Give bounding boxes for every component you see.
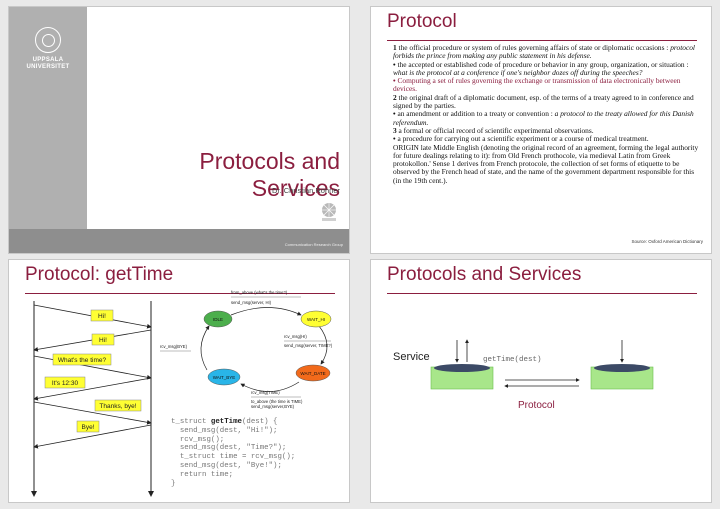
service-label: Service [393, 351, 430, 363]
svg-text:Bye!: Bye! [81, 424, 94, 431]
title-rule [25, 293, 335, 294]
code-text: return time; [171, 470, 234, 479]
definition-text: Computing a set of rules governing the e… [393, 76, 681, 94]
transition-rcv-bye: rcv_msg(BYE) [160, 344, 188, 349]
code-text: (dest) { [241, 418, 278, 426]
transition-to-above: to_above (the time is TIME) [251, 399, 303, 404]
footer-band: Communication Research Group [9, 229, 349, 253]
svg-text:It's 12:30: It's 12:30 [52, 380, 79, 387]
message-whats-the-time: What's the time? [52, 353, 112, 366]
slide-title: UPPSALA UNIVERSITET Communication Resear… [8, 6, 350, 254]
slide-protocol-definition: Protocol 1 the official procedure or sys… [370, 6, 712, 254]
transition-rcv-hi: rcv_msg(HI) [284, 334, 307, 339]
code-line: rcv_msg(); [171, 436, 224, 444]
svg-text:WAIT_HI: WAIT_HI [307, 317, 325, 322]
group-logo-icon [322, 203, 336, 221]
transition-send-time: send_msg(server, TIME?) [284, 343, 333, 348]
slide-protocols-services: Protocols and Services Service getTime(d… [370, 259, 712, 503]
definition-item: 3 a formal or official record of scienti… [393, 125, 703, 135]
code-line: send_msg(dest, "Hi!"); [171, 426, 278, 435]
definition-marker: • [393, 109, 396, 119]
definition-item: • a procedure for carrying out a scienti… [393, 135, 703, 143]
code-text: send_msg(dest, "Bye!"); [171, 461, 282, 470]
svg-text:Thanks, bye!: Thanks, bye! [99, 403, 136, 410]
transition-rcv-time: rcv_msg(TIME) [251, 390, 280, 395]
state-wait-hi: WAIT_HI [300, 310, 332, 328]
definition-text: the official procedure or system of rule… [396, 43, 671, 52]
svg-text:Hi!: Hi! [98, 313, 106, 320]
definition-marker: • [393, 76, 396, 86]
definition-item: • Computing a set of rules governing the… [393, 76, 703, 94]
slide-title: Protocol [387, 11, 457, 32]
definition-item: • an amendment or addition to a treaty o… [393, 110, 703, 127]
code-text: rcv_msg(); [171, 435, 225, 444]
definition-list: 1 the official procedure or system of ru… [393, 43, 703, 185]
code-line: send_msg(dest, "Bye!"); [171, 462, 282, 470]
gettime-call: getTime(dest) [483, 356, 542, 364]
author-name: Dr. Christian Rohner [272, 186, 340, 195]
message-hi-1: Hi! [90, 309, 114, 322]
state-wait-bye: WAIT_BYE [207, 368, 241, 386]
code-text: t_struct [171, 418, 211, 426]
definition-example: protocol forbids the prince from making … [393, 43, 695, 61]
code-text: t_struct time = rcv_msg(); [171, 453, 296, 462]
definition-text: a formal or official record of scientifi… [396, 125, 594, 135]
code-line: return time; [171, 471, 233, 479]
research-group-label: Communication Research Group [284, 242, 343, 247]
svg-text:What's the time?: What's the time? [58, 357, 107, 364]
svg-text:IDLE: IDLE [213, 317, 223, 322]
transition-send-bye: send_msg(server,BYE) [251, 404, 295, 409]
message-thanks-bye: Thanks, bye! [94, 399, 142, 412]
presentation-title: Protocols and Services [199, 148, 340, 201]
slide-gettime: Protocol: getTime Hi! Hi [8, 259, 350, 503]
code-line: t_struct getTime(dest) { [171, 418, 277, 426]
svg-text:WAIT_BYE: WAIT_BYE [213, 375, 236, 380]
code-text: } [171, 479, 176, 488]
definition-text: a procedure for carrying out a scientifi… [395, 134, 649, 144]
function-name: getTime [210, 418, 242, 426]
message-its-1230: It's 12:30 [44, 376, 86, 389]
gettime-diagram: Hi! Hi! What's the time? It's 12:30 Than… [31, 290, 333, 497]
state-idle: IDLE [203, 310, 233, 328]
code-text: send_msg(dest, "Time?"); [171, 444, 287, 453]
gettime-code: t_struct getTime(dest) { send_msg(dest, … [171, 418, 295, 488]
message-bye: Bye! [76, 420, 100, 433]
definition-text: the original draft of a diplomatic docum… [393, 92, 694, 111]
definition-text: an amendment or addition to a treaty or … [395, 109, 555, 119]
title-rule [387, 40, 697, 41]
slide-title: Protocols and Services [387, 264, 582, 285]
origin-text: ORIGIN late Middle English (denoting the… [393, 142, 699, 185]
svg-text:WAIT_DATE: WAIT_DATE [300, 371, 325, 376]
definition-item: 1 the official procedure or system of ru… [393, 43, 703, 61]
service-disc-right [594, 364, 650, 372]
definition-item: 2 the original draft of a diplomatic doc… [393, 92, 703, 111]
definition-item: • the accepted or established code of pr… [393, 59, 703, 78]
definition-marker: 3 [393, 125, 397, 135]
university-name: UPPSALA UNIVERSITET [26, 57, 70, 70]
definition-text: the accepted or established code of proc… [395, 59, 689, 69]
code-text: send_msg(dest, "Hi!"); [171, 426, 278, 435]
message-hi-2: Hi! [91, 333, 115, 346]
state-wait-date: WAIT_DATE [295, 364, 331, 382]
layer-diagram: Service getTime(dest) Protocol [393, 339, 654, 411]
code-line: send_msg(dest, "Time?"); [171, 444, 286, 452]
definition-example: a protocol to the treaty allowed for thi… [393, 109, 694, 127]
svg-text:Hi!: Hi! [99, 337, 107, 344]
code-line: t_struct time = rcv_msg(); [171, 453, 295, 461]
protocol-label: Protocol [518, 400, 555, 411]
side-bar: UPPSALA UNIVERSITET [9, 7, 87, 253]
transition-send-hi: send_msg(server, HI) [231, 300, 272, 305]
service-disc-left [434, 364, 490, 372]
slide-title: Protocol: getTime [25, 264, 174, 285]
definition-marker: 2 [393, 92, 397, 102]
definition-marker: • [393, 134, 396, 144]
definition-marker: 1 [393, 43, 397, 52]
title-rule [387, 293, 697, 294]
code-line: } [171, 480, 175, 488]
source-citation: Source: Oxford American Dictionary [631, 239, 703, 244]
transition-from-above: from_above (what's the time?) [231, 290, 288, 295]
university-seal-icon [35, 27, 61, 53]
definition-marker: • [393, 59, 396, 69]
definition-example: what is the protocol at a conference if … [393, 67, 643, 77]
